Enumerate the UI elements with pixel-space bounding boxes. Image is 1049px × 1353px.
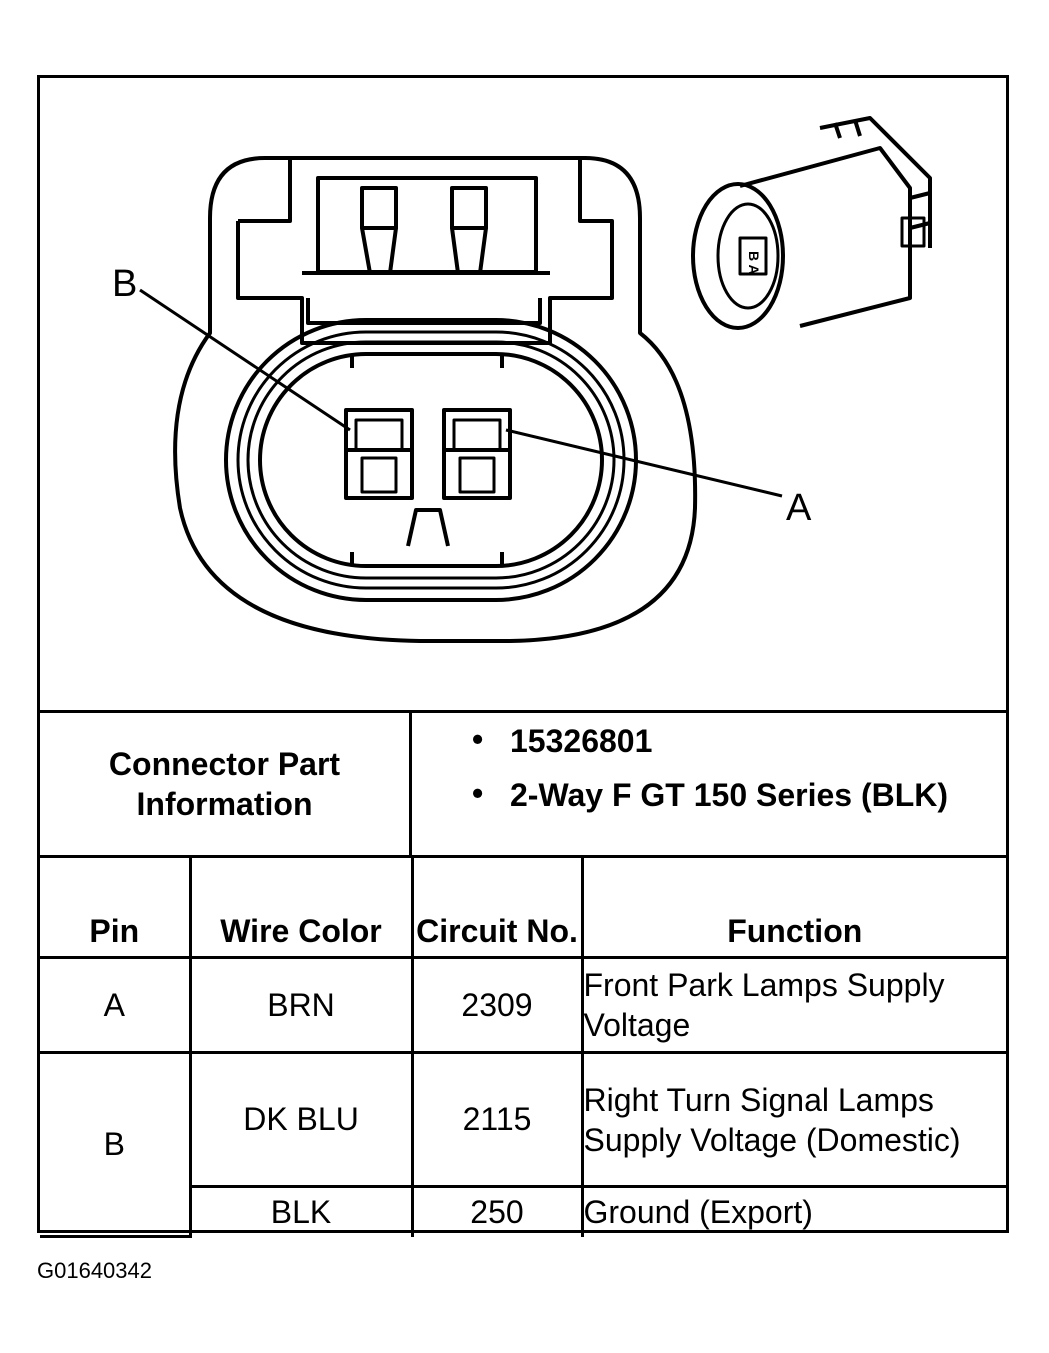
cell-function: Right Turn Signal Lamps Supply Voltage (… [580,1051,1006,1188]
seal-ring-2 [236,330,626,590]
mini-pin-labels: B A [746,251,762,275]
header-wire-color: Wire Color [188,858,414,959]
cell-wire-color: BRN [188,956,414,1054]
leader-line-a [505,428,783,498]
pin-label-a: A [786,487,812,529]
connector-info-label-cell: Connector Part Information [40,713,412,855]
housing-outline [173,156,698,643]
latch-window [316,176,538,274]
table-row: B DK BLU 2115 Right Turn Signal Lamps Su… [40,1051,1006,1238]
cell-circuit-no: 2115 [410,1051,584,1188]
pin-label-b: B [112,263,137,305]
seal-ring-3 [246,340,616,580]
cell-function: Front Park Lamps Supply Voltage [580,956,1006,1054]
terminal-cavity-b [344,408,414,500]
cell-wire-color: DK BLU [188,1051,414,1188]
part-number: 15326801 [510,723,653,759]
table-row: A BRN 2309 Front Park Lamps Supply Volta… [40,956,1006,1054]
bullet-dot: • [472,721,484,757]
header-pin: Pin [40,858,192,959]
cell-wire-color: BLK [190,1185,414,1237]
connector-drawing: B A B A [112,116,932,643]
seal-ring-inner [258,352,604,568]
leader-line-b [139,288,351,432]
bullet-dot: • [472,775,484,811]
polarization-key [406,508,450,547]
connector-isometric-view [691,116,932,330]
latch-block [236,158,614,345]
table-header-row: Pin Wire Color Circuit No. Function [40,858,1006,959]
figure-id: G01640342 [37,1258,152,1283]
cell-function: Ground (Export) [580,1185,1006,1237]
header-circuit-no: Circuit No. [410,858,584,959]
table-row: BLK 250 Ground (Export) [40,1185,1006,1237]
cell-circuit-no: 2309 [410,956,584,1054]
cell-pin: B [40,1051,192,1238]
terminal-cavity-a [442,408,512,500]
cell-pin: A [40,956,192,1054]
connector-info-label: Connector Part Information [108,746,341,822]
diagram-frame: B A B A Connector Part Information • 153… [37,75,1009,1238]
header-function: Function [580,858,1006,959]
cell-circuit-no: 250 [410,1185,584,1237]
connector-description: 2-Way F GT 150 Series (BLK) [510,777,949,813]
pin-table: Pin Wire Color Circuit No. Function A BR… [40,858,1006,1238]
connector-part-information: Connector Part Information • 15326801 • … [40,710,1006,858]
connector-face-diagram: B A B A [40,78,1006,710]
connector-info-list: • 15326801 • 2-Way F GT 150 Series (BLK) [412,713,1006,855]
seal-ring-outer [224,318,638,602]
